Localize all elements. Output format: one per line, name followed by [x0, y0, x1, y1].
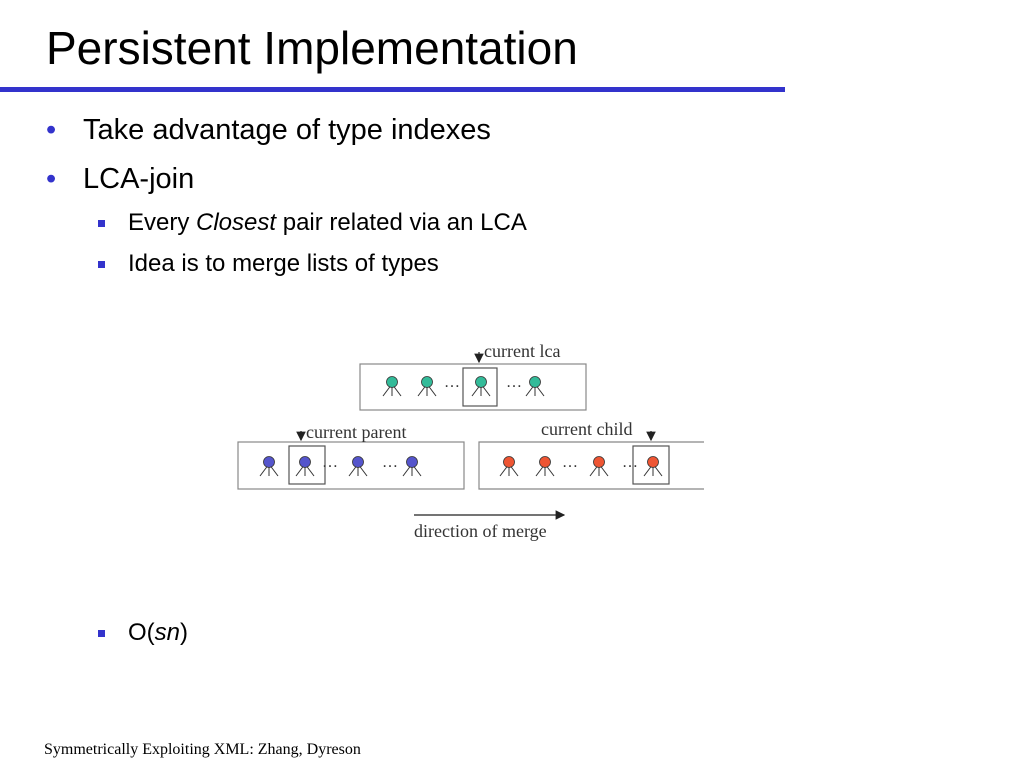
child-node-icon [535, 456, 555, 477]
lca-list-box [359, 363, 587, 411]
child-nodes [499, 456, 663, 477]
square-bullet-icon [98, 261, 105, 268]
bullet-text: LCA-join [83, 163, 195, 195]
child-list-box [478, 441, 704, 490]
direction-label: direction of merge [414, 521, 547, 541]
lca-join-diagram: current lca … … current parent … … curre… [237, 341, 704, 541]
ellipsis-text: … [622, 454, 638, 471]
lca-node-icon [525, 376, 545, 397]
child-node-icon [643, 456, 663, 477]
bullet-dot-icon: • [46, 114, 57, 146]
sub-bullet-text: Every Closest pair related via an LCA [128, 209, 527, 236]
ellipsis-text: … [322, 454, 338, 471]
ellipsis-text: … [506, 374, 522, 391]
lca-nodes [382, 376, 545, 397]
sub-bullet-text: O(sn) [128, 619, 189, 646]
current-lca-highlight [462, 367, 498, 407]
lca-node-icon [471, 376, 491, 397]
parent-node-icon [295, 456, 315, 477]
ellipsis-text: … [562, 454, 578, 471]
bullet-text: Take advantage of type indexes [83, 114, 491, 146]
parent-list-box [237, 441, 465, 490]
parent-node-icon [259, 456, 279, 477]
lca-node-icon [382, 376, 402, 397]
parent-nodes [259, 456, 422, 477]
ellipsis-text: … [382, 454, 398, 471]
square-bullet-icon [98, 220, 105, 227]
square-bullet-icon [98, 630, 105, 637]
slide-footer: Symmetrically Exploiting XML: Zhang, Dyr… [44, 741, 361, 758]
child-node-icon [499, 456, 519, 477]
title-divider [0, 87, 785, 92]
current-parent-label: current parent [306, 422, 406, 442]
bullet-dot-icon: • [46, 163, 57, 195]
current-lca-label: current lca [484, 341, 560, 361]
lca-node-icon [417, 376, 437, 397]
parent-node-icon [402, 456, 422, 477]
current-parent-highlight [288, 445, 326, 485]
child-node-icon [589, 456, 609, 477]
current-child-highlight [632, 445, 670, 485]
ellipsis-text: … [444, 374, 460, 391]
parent-node-icon [348, 456, 368, 477]
sub-bullet-text: Idea is to merge lists of types [128, 250, 439, 277]
slide-title: Persistent Implementation [46, 22, 578, 74]
current-child-label: current child [541, 419, 632, 439]
